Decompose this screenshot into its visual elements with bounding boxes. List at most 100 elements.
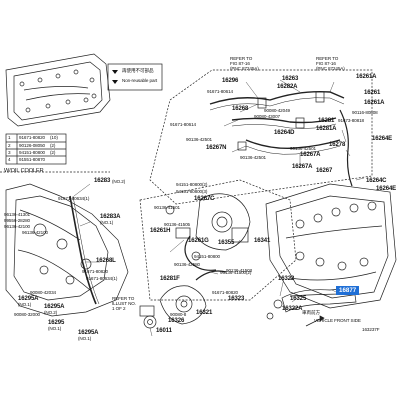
engine-block-right [265,183,397,309]
nonreusable-symbol [112,70,118,84]
callout-16264D[interactable]: 16264D [274,130,295,136]
callout-16267A[interactable]: 16267A [300,152,321,158]
torque-row-2-index: 2 [8,143,11,148]
engine-block-left [5,183,129,317]
torque-row-1-index: 1 [8,135,11,140]
callout-91673-80818[interactable]: 91673-80818 [338,118,364,123]
torque-row-2-part: 90126-08050 [19,143,45,148]
callout-16261G[interactable]: 16261G [188,238,209,244]
callout-16264E[interactable]: 16264E [376,186,397,192]
callout-90136-42501-c[interactable]: 90136-42501 [290,146,316,151]
callout-16267[interactable]: 16267 [316,168,333,174]
torque-row-3-index: 3 [8,150,11,155]
callout-16261A-top[interactable]: 16261A [356,74,377,80]
callout-90080-42049[interactable]: 90080-42049 [264,108,290,113]
callout-91671-80614-a[interactable]: 91671-80614 [207,89,233,94]
callout-16278[interactable]: 16278 [329,142,346,148]
callout-16295A-left-no1: (NO.1) [18,302,32,307]
callout-90136-41505[interactable]: 90136-41505 [164,222,190,227]
callout-96136-42100-a[interactable]: 96136-42100 [4,224,30,229]
callout-16341[interactable]: 16341 [254,238,271,244]
callout-16011[interactable]: 16011 [156,328,172,334]
ref-a-line1: REFER TO [230,56,253,61]
callout-90136-42501-a[interactable]: 90136-42501 [186,137,212,142]
callout-91671-80634-a[interactable]: 91671-80634(1) [58,196,90,201]
callout-16261H[interactable]: 16261H [150,228,171,234]
callout-90136-42580[interactable]: 90136-42580 [174,262,200,267]
hose-assembly-top [209,90,353,187]
callout-16355[interactable]: 16355 [218,240,235,246]
callout-16295-no1: (NO.1) [48,326,62,331]
highlighted-part-16877[interactable]: 16877 [336,286,360,295]
torque-row-3-qty: (2) [50,150,56,155]
ref-c-line2: ILLUST NO. [112,301,136,306]
legend-nonreusable-en: Non-reusable part [122,78,158,83]
callout-16321[interactable]: 16321 [196,310,213,316]
callout-96136-41301[interactable]: 96136-41301 [4,212,30,217]
callout-16295A-mid-no2: (NO.2) [44,310,58,315]
callout-90080-43007[interactable]: 90080-43007 [254,114,280,119]
callout-16325[interactable]: 16325 [290,296,307,302]
valve-cover-panel [5,53,111,127]
ref-b-line1: REFER TO [316,56,339,61]
callout-16295A-mid[interactable]: 16295A [44,304,65,310]
callout-16295A-low[interactable]: 16295A [78,330,99,336]
callout-16326[interactable]: 16326 [168,318,185,324]
callout-16295A-left[interactable]: 16295A [18,296,39,302]
callout-16295A-low-no1: (NO.1) [78,336,92,341]
callout-16261[interactable]: 16261 [364,90,381,96]
callout-90080-32000[interactable]: 90080-32000 [14,312,40,317]
callout-16267N[interactable]: 16267N [206,145,227,151]
callout-16263[interactable]: 16263 [282,76,299,82]
callout-16296[interactable]: 16296 [222,78,239,84]
ref-c-line3: 1 OF 2 [112,306,126,311]
callout-96136-41500[interactable]: 96136-41500(2) [220,270,252,275]
ref-a-line3: (PNC 87245A) [230,66,259,71]
callout-16267C[interactable]: 16267C [194,196,215,202]
callout-91671-80820-b[interactable]: 91671-80820 [212,290,238,295]
callout-90136-41503[interactable]: 90136-41503 [226,268,252,273]
callout-96136-42100-b[interactable]: 96136-42100 [22,230,48,235]
callout-90136-42501-b[interactable]: 90136-42501 [240,155,266,160]
ref-b-line3: (PNC 87245A) [316,66,345,71]
callout-91671-80820-a[interactable]: 91671-80820 [82,269,108,274]
ref-c-line1: REFER TO [112,296,135,301]
callout-16264C[interactable]: 16264C [366,178,387,184]
ref-b-line2: FIG 87-16 [316,61,336,66]
torque-row-3-part: 94151-80800 [19,150,45,155]
callout-16323[interactable]: 16323 [228,296,245,302]
callout-16283-no2: (NO.2) [112,179,126,184]
callout-16268[interactable]: 16268 [232,106,249,112]
callout-16322A[interactable]: 16322A [282,306,303,312]
torque-row-4-part: 91551-80870 [19,157,45,162]
callout-16281F[interactable]: 16281F [160,276,180,282]
callout-16268L[interactable]: 16268L [96,258,116,264]
torque-row-1-part: 91671-80820 [19,135,45,140]
callout-99556-28280[interactable]: 99556-28280 [4,218,30,223]
callout-16264E-top[interactable]: 16264E [372,136,393,142]
callout-90136-41501[interactable]: 90136-41501 [154,205,180,210]
callout-16267A-b[interactable]: 16267A [292,164,313,170]
callout-94151-80800-2[interactable]: 94151-80800(2) [176,182,208,187]
callout-91671-80634-b[interactable]: 91671-80634(1) [86,276,118,281]
callout-90080-42034[interactable]: 90080-42034 [30,290,56,295]
callout-91671-80614-b[interactable]: 91671-80614 [170,122,196,127]
callout-16295[interactable]: 16295 [48,320,65,326]
callout-94151-80800-3[interactable]: 94151-80800(3) [176,189,208,194]
callout-16282A[interactable]: 16282A [277,84,298,90]
callout-90080-8[interactable]: 90080-8 [170,312,187,317]
callout-16261A[interactable]: 16261A [364,100,385,106]
callout-16283A[interactable]: 16283A [100,214,121,220]
callout-16283[interactable]: 16283 [94,178,111,184]
callout-16281[interactable]: 16281 [318,118,335,124]
torque-row-4-index: 4 [8,157,11,162]
callout-90116-80808[interactable]: 90116-80808 [352,110,378,115]
section-title-oil-cooler: W/OIL COOLER [4,168,44,174]
callout-16322[interactable]: 16322 [278,276,295,282]
callout-16281A[interactable]: 16281A [316,126,337,132]
torque-row-1-qty: (10) [50,135,58,140]
callout-94151-80800-c[interactable]: 94151-80800 [194,254,220,259]
diagram-code: 163237F [362,327,380,332]
